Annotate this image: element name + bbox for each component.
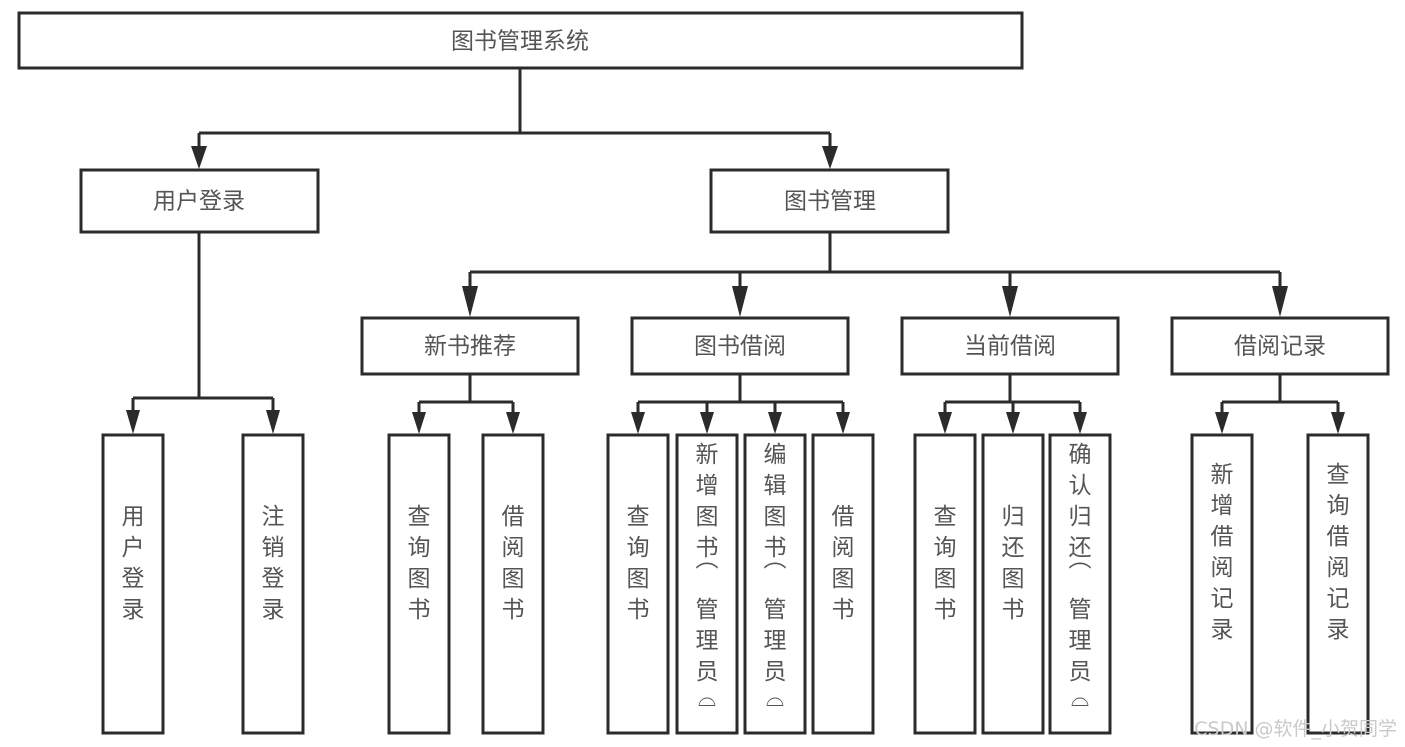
node-root-label: 图书管理系统 bbox=[451, 29, 589, 55]
node-new-book-recommend-label: 新书推荐 bbox=[424, 334, 516, 360]
node-leaf-query-record[interactable]: 查询借阅记录 bbox=[1306, 433, 1370, 735]
node-user-login-label: 用户登录 bbox=[153, 189, 245, 215]
node-leaf-return-book[interactable]: 归还图书 bbox=[981, 433, 1045, 735]
connector-root-to-level2 bbox=[191, 68, 838, 169]
node-leaf-user-login[interactable]: 用户登录 bbox=[101, 433, 165, 735]
node-leaf-edit-book-label: 编辑图书⌒管理员⌓ bbox=[764, 442, 787, 712]
node-user-login[interactable]: 用户登录 bbox=[79, 168, 320, 234]
node-leaf-borrow-book-2-label: 借阅图书 bbox=[832, 504, 855, 623]
node-leaf-query-book-2[interactable]: 查询图书 bbox=[606, 433, 670, 735]
connector-bookmgmt-to-level3 bbox=[462, 232, 1288, 317]
node-leaf-borrow-book-2[interactable]: 借阅图书 bbox=[811, 433, 875, 735]
node-borrow-record-label: 借阅记录 bbox=[1234, 334, 1326, 360]
node-new-book-recommend[interactable]: 新书推荐 bbox=[360, 316, 580, 376]
connector-borrowrecord-to-leaves bbox=[1215, 374, 1345, 434]
node-leaf-query-book-1[interactable]: 查询图书 bbox=[387, 433, 451, 735]
node-leaf-borrow-book-1-label: 借阅图书 bbox=[502, 504, 525, 623]
connector-currentborrow-to-leaves bbox=[938, 374, 1087, 434]
node-leaf-query-book-3-label: 查询图书 bbox=[934, 504, 957, 623]
connector-bookborrow-to-leaves bbox=[631, 374, 850, 434]
connector-userlogin-to-leaves bbox=[126, 232, 280, 434]
node-leaf-query-record-label: 查询借阅记录 bbox=[1327, 462, 1350, 643]
node-leaf-query-book-3[interactable]: 查询图书 bbox=[913, 433, 977, 735]
node-current-borrow[interactable]: 当前借阅 bbox=[900, 316, 1120, 376]
node-book-management-label: 图书管理 bbox=[784, 189, 876, 215]
csdn-watermark: CSDN @软件_小贺同学 bbox=[1194, 718, 1397, 740]
node-book-borrow[interactable]: 图书借阅 bbox=[630, 316, 850, 376]
node-leaf-query-book-2-label: 查询图书 bbox=[627, 504, 650, 623]
connector-newbook-to-leaves bbox=[412, 374, 520, 434]
node-book-borrow-label: 图书借阅 bbox=[694, 334, 786, 360]
node-leaf-confirm-return[interactable]: 确认归还⌒管理员⌓ bbox=[1048, 433, 1112, 735]
node-leaf-edit-book[interactable]: 编辑图书⌒管理员⌓ bbox=[743, 433, 807, 735]
node-leaf-confirm-return-label: 确认归还⌒管理员⌓ bbox=[1069, 442, 1092, 712]
node-leaf-add-book[interactable]: 新增图书⌒管理员⌓ bbox=[675, 433, 739, 735]
node-borrow-record[interactable]: 借阅记录 bbox=[1170, 316, 1390, 376]
node-leaf-logout[interactable]: 注销登录 bbox=[241, 433, 305, 735]
node-leaf-add-book-label: 新增图书⌒管理员⌓ bbox=[696, 442, 719, 712]
node-leaf-add-record[interactable]: 新增借阅记录 bbox=[1190, 433, 1254, 735]
node-leaf-query-book-1-label: 查询图书 bbox=[408, 504, 431, 623]
node-leaf-borrow-book-1[interactable]: 借阅图书 bbox=[481, 433, 545, 735]
node-root[interactable]: 图书管理系统 bbox=[17, 11, 1024, 70]
node-book-management[interactable]: 图书管理 bbox=[709, 168, 950, 234]
node-leaf-add-record-label: 新增借阅记录 bbox=[1211, 462, 1234, 643]
node-current-borrow-label: 当前借阅 bbox=[964, 334, 1056, 360]
node-leaf-user-login-label: 用户登录 bbox=[122, 504, 145, 623]
node-leaf-return-book-label: 归还图书 bbox=[1002, 504, 1025, 623]
node-leaf-logout-label: 注销登录 bbox=[262, 504, 285, 623]
